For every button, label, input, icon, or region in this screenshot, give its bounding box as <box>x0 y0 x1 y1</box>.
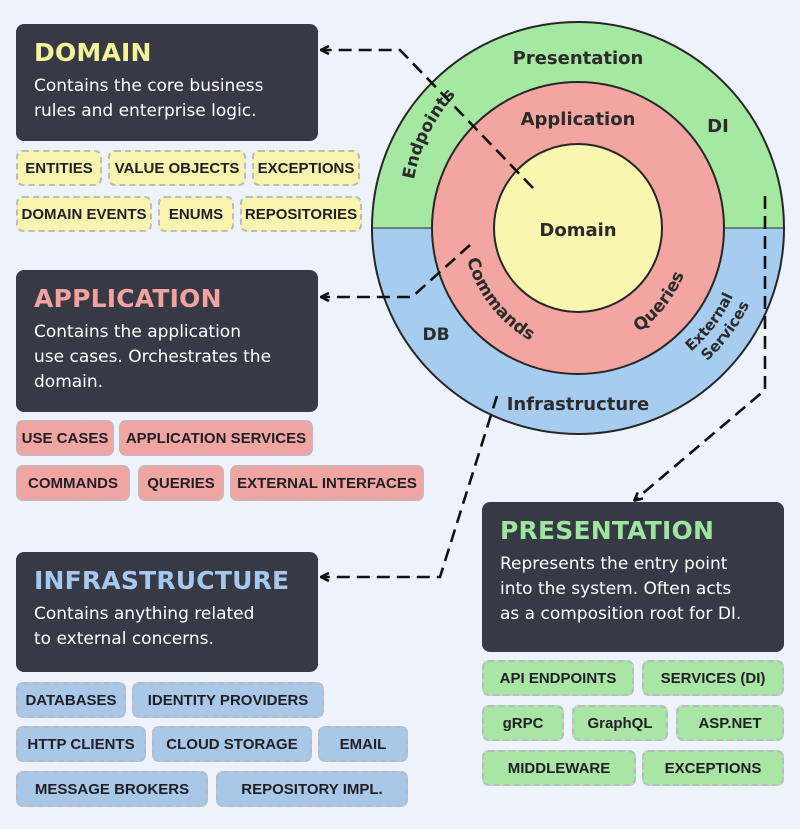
domain-card-title: DOMAIN <box>34 38 152 67</box>
tag-identity-providers: IDENTITY PROVIDERS <box>132 682 324 718</box>
presentation-desc-line: into the system. Often acts <box>500 579 732 599</box>
presentation-card-title: PRESENTATION <box>500 516 715 545</box>
infrastructure-ring-label: Infrastructure <box>507 394 650 415</box>
domain-card: DOMAIN Contains the core business rules … <box>16 24 318 141</box>
tag-exceptions: EXCEPTIONS <box>642 750 784 786</box>
infrastructure-arrow <box>322 395 499 577</box>
tag-commands: COMMANDS <box>16 465 130 501</box>
tag-entities: ENTITIES <box>16 150 102 186</box>
presentation-ring-label: Presentation <box>513 48 644 69</box>
di-label: DI <box>707 116 729 137</box>
tag-message-brokers: MESSAGE BROKERS <box>16 771 208 807</box>
tag-value-objects: VALUE OBJECTS <box>108 150 246 186</box>
tag-external-interfaces: EXTERNAL INTERFACES <box>230 465 424 501</box>
tag-exceptions: EXCEPTIONS <box>252 150 360 186</box>
domain-desc-line: Contains the core business <box>34 76 264 96</box>
application-desc-line: Contains the application <box>34 322 241 342</box>
tag-graphql: GraphQL <box>572 705 668 741</box>
tag-http-clients: HTTP CLIENTS <box>16 726 146 762</box>
tag-grpc: gRPC <box>482 705 564 741</box>
presentation-desc-line: Represents the entry point <box>500 554 728 574</box>
presentation-card-description: Represents the entry point into the syst… <box>500 552 768 627</box>
infrastructure-desc-line: to external concerns. <box>34 629 214 649</box>
presentation-desc-line: as a composition root for DI. <box>500 604 742 624</box>
application-ring-label: Application <box>521 109 636 130</box>
tag-aspnet: ASP.NET <box>676 705 784 741</box>
infrastructure-card-title: INFRASTRUCTURE <box>34 566 290 595</box>
tag-application-services: APPLICATION SERVICES <box>119 420 313 456</box>
application-card: APPLICATION Contains the application use… <box>16 270 318 412</box>
application-card-description: Contains the application use cases. Orch… <box>34 320 302 395</box>
application-card-title: APPLICATION <box>34 284 222 313</box>
tag-api-endpoints: API ENDPOINTS <box>482 660 634 696</box>
application-desc-line: use cases. Orchestrates the <box>34 347 272 367</box>
tag-middleware: MIDDLEWARE <box>482 750 636 786</box>
tag-domain-events: DOMAIN EVENTS <box>16 196 152 232</box>
domain-arrow <box>322 50 534 189</box>
domain-desc-line: rules and enterprise logic. <box>34 101 257 121</box>
infrastructure-card-description: Contains anything related to external co… <box>34 602 302 652</box>
domain-core <box>493 143 663 313</box>
infrastructure-card: INFRASTRUCTURE Contains anything related… <box>16 552 318 672</box>
tag-cloud-storage: CLOUD STORAGE <box>152 726 312 762</box>
application-desc-line: domain. <box>34 372 104 392</box>
tag-repository-impl: REPOSITORY IMPL. <box>216 771 408 807</box>
presentation-arrow <box>635 196 767 500</box>
tag-repositories: REPOSITORIES <box>240 196 362 232</box>
application-arrow <box>322 244 471 297</box>
domain-core-label: Domain <box>539 220 616 241</box>
tag-databases: DATABASES <box>16 682 126 718</box>
tag-email: EMAIL <box>318 726 408 762</box>
infrastructure-desc-line: Contains anything related <box>34 604 255 624</box>
tag-queries: QUERIES <box>138 465 224 501</box>
domain-card-description: Contains the core business rules and ent… <box>34 74 302 124</box>
tag-enums: ENUMS <box>158 196 234 232</box>
presentation-card: PRESENTATION Represents the entry point … <box>482 502 784 652</box>
tag-use-cases: USE CASES <box>16 420 114 456</box>
tag-services-di: SERVICES (DI) <box>642 660 784 696</box>
db-label: DB <box>422 325 449 345</box>
